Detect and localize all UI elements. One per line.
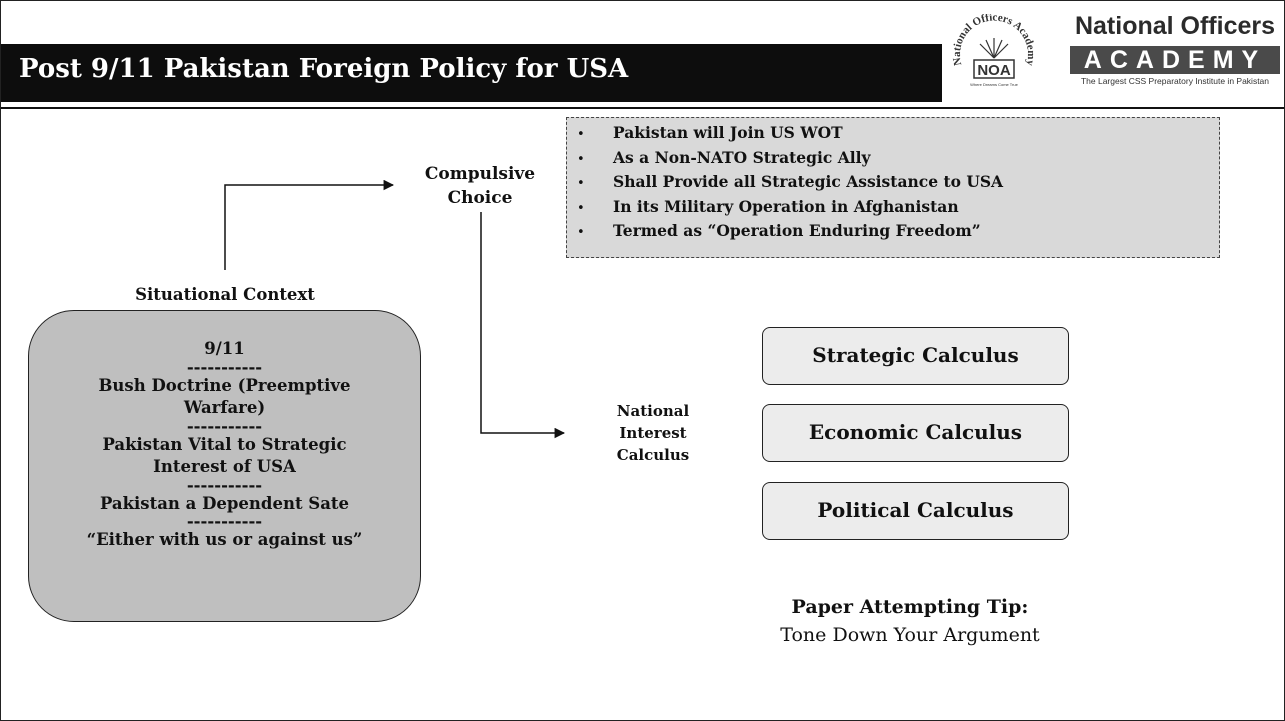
list-item: •Pakistan will Join US WOT: [577, 123, 843, 142]
compulsive-choice-box: •Pakistan will Join US WOT •As a Non-NAT…: [566, 117, 1220, 258]
title-rule: [1, 107, 1284, 109]
logo-tagline: The Largest CSS Preparatory Institute in…: [1080, 76, 1270, 86]
context-item: Bush Doctrine (Preemptive Warfare): [98, 375, 351, 418]
tip-text: Tone Down Your Argument: [780, 624, 1040, 646]
national-interest-calculus-label: National Interest Calculus: [616, 402, 690, 464]
situational-context-label: Situational Context: [135, 285, 315, 304]
compulsive-choice-list: •Pakistan will Join US WOT •As a Non-NAT…: [567, 118, 1219, 245]
context-item: Pakistan Vital to Strategic Interest of …: [102, 434, 347, 477]
slide-title: Post 9/11 Pakistan Foreign Policy for US…: [19, 54, 629, 84]
academy-logo-text: National Officers ACADEMY The Largest CS…: [1070, 12, 1280, 86]
list-item: •Shall Provide all Strategic Assistance …: [577, 172, 1004, 191]
situational-context-box: 9/11 ----------- Bush Doctrine (Preempti…: [28, 310, 421, 622]
logo-name: National Officers: [1074, 12, 1276, 40]
svg-text:Where Dreams Come True: Where Dreams Come True: [970, 82, 1019, 87]
tip-heading: Paper Attempting Tip:: [791, 596, 1029, 618]
context-separator: -----------: [186, 416, 263, 436]
svg-text:NOA: NOA: [977, 62, 1011, 79]
list-item: •In its Military Operation in Afghanista…: [577, 196, 959, 216]
strategic-calculus-box: Strategic Calculus: [762, 327, 1069, 385]
context-separator: -----------: [186, 357, 263, 377]
logo-academy: ACADEMY: [1070, 46, 1280, 74]
list-item: •As a Non-NATO Strategic Ally: [577, 147, 871, 167]
list-item: •Termed as “Operation Enduring Freedom”: [577, 221, 981, 240]
context-item: Pakistan a Dependent Sate: [99, 493, 350, 513]
context-separator: -----------: [186, 475, 263, 495]
political-calculus-box: Political Calculus: [762, 482, 1069, 540]
context-separator: -----------: [186, 512, 263, 531]
context-item: “Either with us or against us”: [86, 530, 363, 549]
context-item: 9/11: [204, 339, 245, 358]
title-bar: Post 9/11 Pakistan Foreign Policy for US…: [1, 44, 942, 102]
economic-calculus-box: Economic Calculus: [762, 404, 1069, 462]
choice-to-calculus-arrow: [480, 212, 566, 439]
academy-seal-logo: National Officers Academy NOA Where Drea…: [951, 14, 1037, 87]
compulsive-choice-label: Compulsive Choice: [424, 164, 536, 208]
context-to-choice-arrow: [224, 179, 395, 270]
